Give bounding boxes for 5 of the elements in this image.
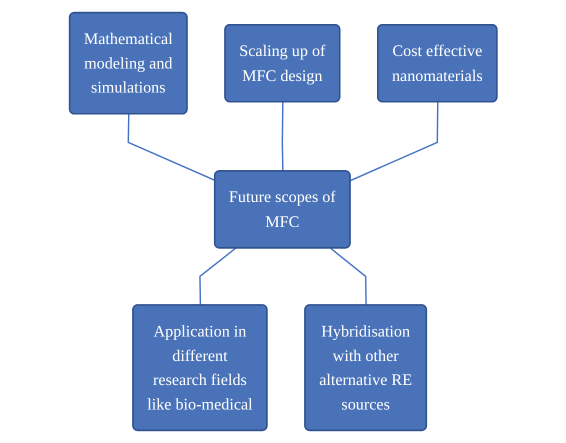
connector bbox=[350, 102, 438, 182]
connector bbox=[330, 248, 367, 306]
connector bbox=[127, 114, 216, 182]
connector bbox=[281, 102, 284, 172]
connector bbox=[198, 248, 236, 306]
